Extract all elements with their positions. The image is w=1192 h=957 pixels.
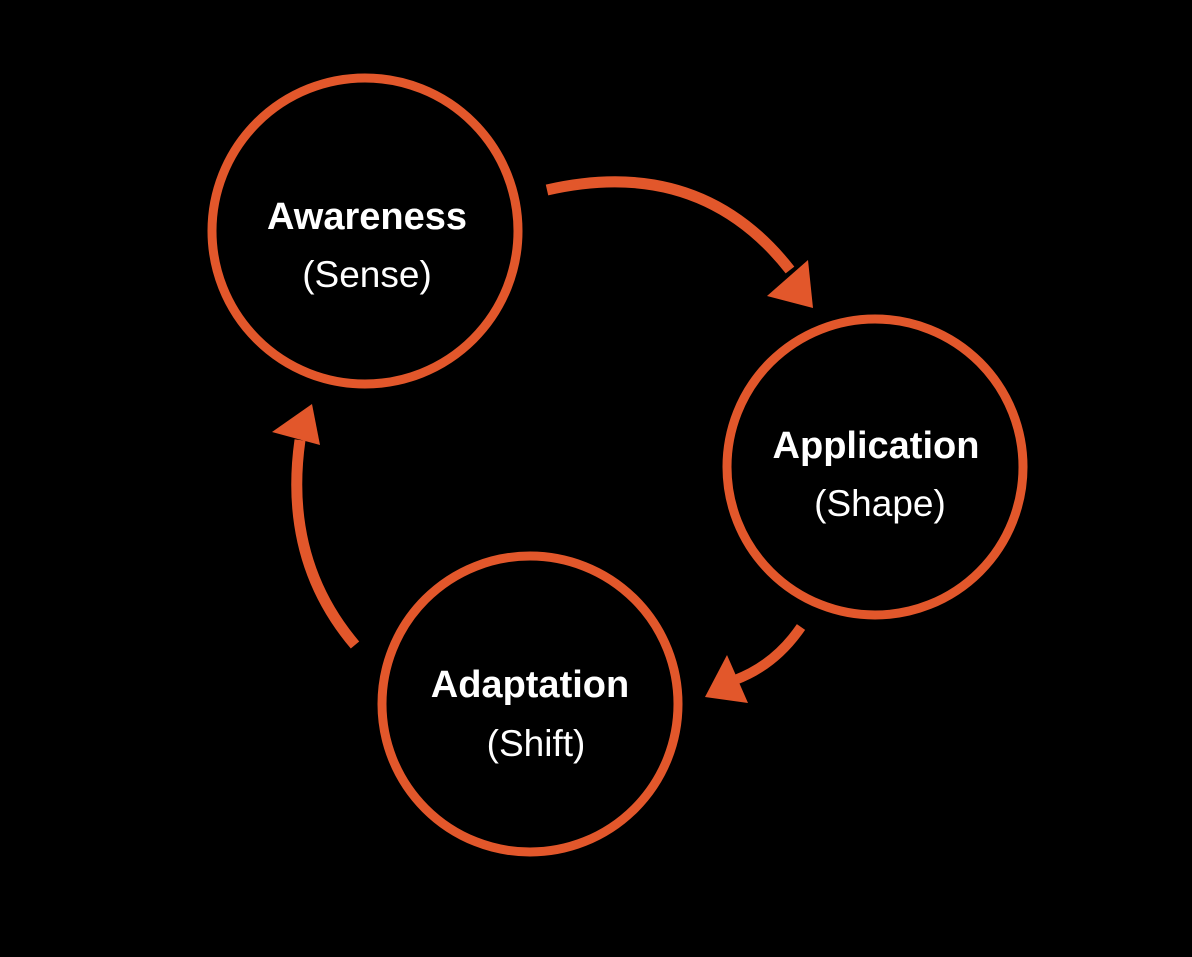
node-adaptation: Adaptation (Shift) bbox=[377, 551, 683, 857]
node-subtitle: (Sense) bbox=[302, 254, 432, 295]
arrow-adaptation-to-awareness bbox=[272, 404, 360, 649]
arrowhead bbox=[272, 404, 320, 445]
node-circle bbox=[377, 551, 683, 857]
arrow-shaft bbox=[291, 439, 360, 649]
node-title: Application bbox=[773, 425, 980, 467]
node-title: Awareness bbox=[267, 196, 467, 238]
node-subtitle: (Shape) bbox=[814, 483, 946, 524]
node-awareness: Awareness (Sense) bbox=[207, 73, 523, 389]
arrowhead bbox=[767, 260, 813, 308]
node-title: Adaptation bbox=[431, 664, 629, 706]
arrowhead bbox=[705, 655, 748, 703]
node-subtitle: (Shift) bbox=[487, 723, 586, 764]
node-circle bbox=[207, 73, 523, 389]
node-circle bbox=[722, 314, 1028, 620]
arrow-shaft bbox=[545, 176, 795, 274]
arrow-shaft bbox=[733, 624, 806, 685]
node-application: Application (Shape) bbox=[722, 314, 1028, 620]
arrow-application-to-adaptation bbox=[705, 624, 806, 703]
arrow-awareness-to-application bbox=[545, 176, 813, 308]
